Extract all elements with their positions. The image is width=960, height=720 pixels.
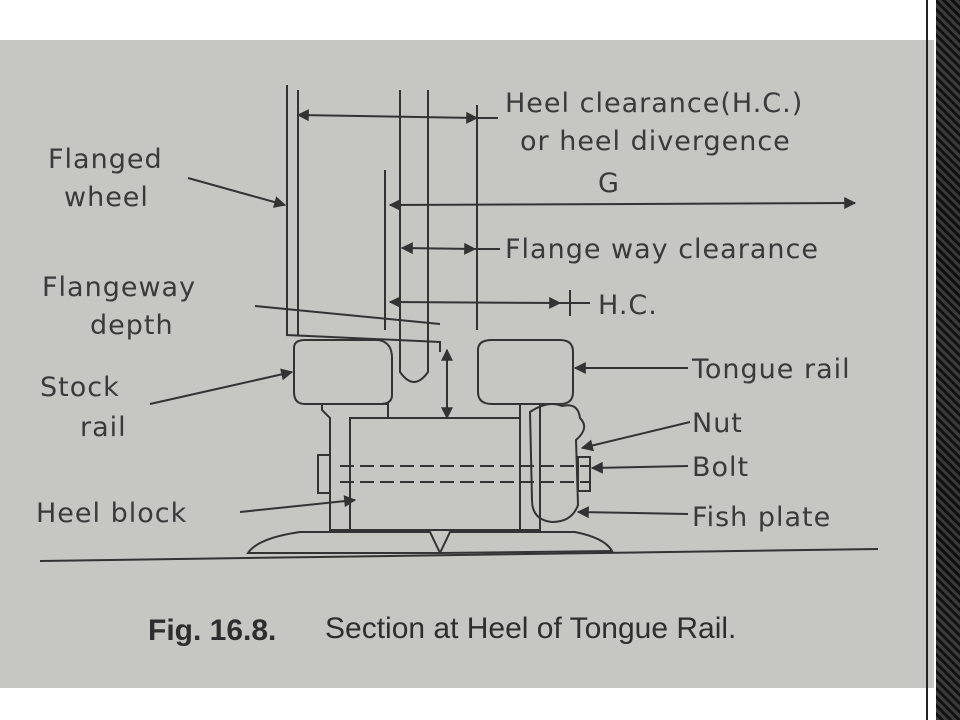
label-hc: H.C. (598, 290, 658, 321)
flangeway-depth-leader (254, 305, 441, 325)
stock-rail-web (321, 403, 389, 531)
gauge-dimension (388, 197, 857, 211)
flange-way-clearance-dimension (400, 242, 477, 255)
ground-line (39, 548, 879, 562)
caption-title: Section at Heel of Tongue Rail. (325, 612, 736, 645)
top-margin (0, 0, 960, 40)
decorative-side-pattern (936, 0, 960, 720)
fish-plate-leader (576, 506, 689, 519)
label-heel-block: Heel block (36, 498, 187, 529)
wheel-flange (399, 90, 429, 383)
bolt-head (317, 454, 331, 494)
label-wheel: wheel (64, 182, 149, 213)
label-stock: Stock (40, 372, 120, 403)
label-rail: rail (80, 412, 127, 443)
hc-lower-dimension (388, 296, 562, 309)
label-tongue-rail: Tongue rail (691, 354, 851, 385)
tongue-rail-head (477, 339, 574, 405)
label-flanged: Flanged (48, 144, 163, 175)
stock-rail-head (293, 339, 393, 405)
stock-rail-leader (149, 368, 294, 405)
bolt-nut (577, 456, 591, 492)
heel-block-leader (239, 495, 357, 513)
tongue-rail-foot (438, 531, 614, 555)
fish-plate-shape (528, 403, 586, 524)
label-bolt: Bolt (692, 452, 749, 483)
label-gauge: G (598, 168, 620, 199)
nut-leader (580, 421, 691, 452)
label-nut: Nut (692, 408, 743, 439)
photo-background (0, 40, 934, 688)
rail-section-diagram: Flanged wheel Flangeway depth Stock rail… (36, 85, 879, 647)
tongue-rail-web (519, 403, 541, 531)
flanged-wheel-leader (187, 177, 287, 208)
bolt-leader (590, 461, 689, 474)
label-fish-plate: Fish plate (692, 502, 831, 533)
label-heel-divergence: or heel divergence (520, 126, 791, 157)
label-depth: depth (90, 310, 174, 341)
flanged-wheel-outline (286, 85, 441, 352)
heel-block-shape (349, 417, 521, 531)
stock-rail-foot (246, 531, 442, 554)
label-flangeway: Flangeway (42, 272, 196, 303)
heel-clearance-dimension (296, 109, 479, 124)
slide-border-line (926, 0, 928, 720)
caption-number: Fig. 16.8. (148, 614, 276, 647)
label-heel-clearance: Heel clearance(H.C.) (505, 88, 803, 119)
label-flange-way-clearance: Flange way clearance (505, 234, 819, 265)
